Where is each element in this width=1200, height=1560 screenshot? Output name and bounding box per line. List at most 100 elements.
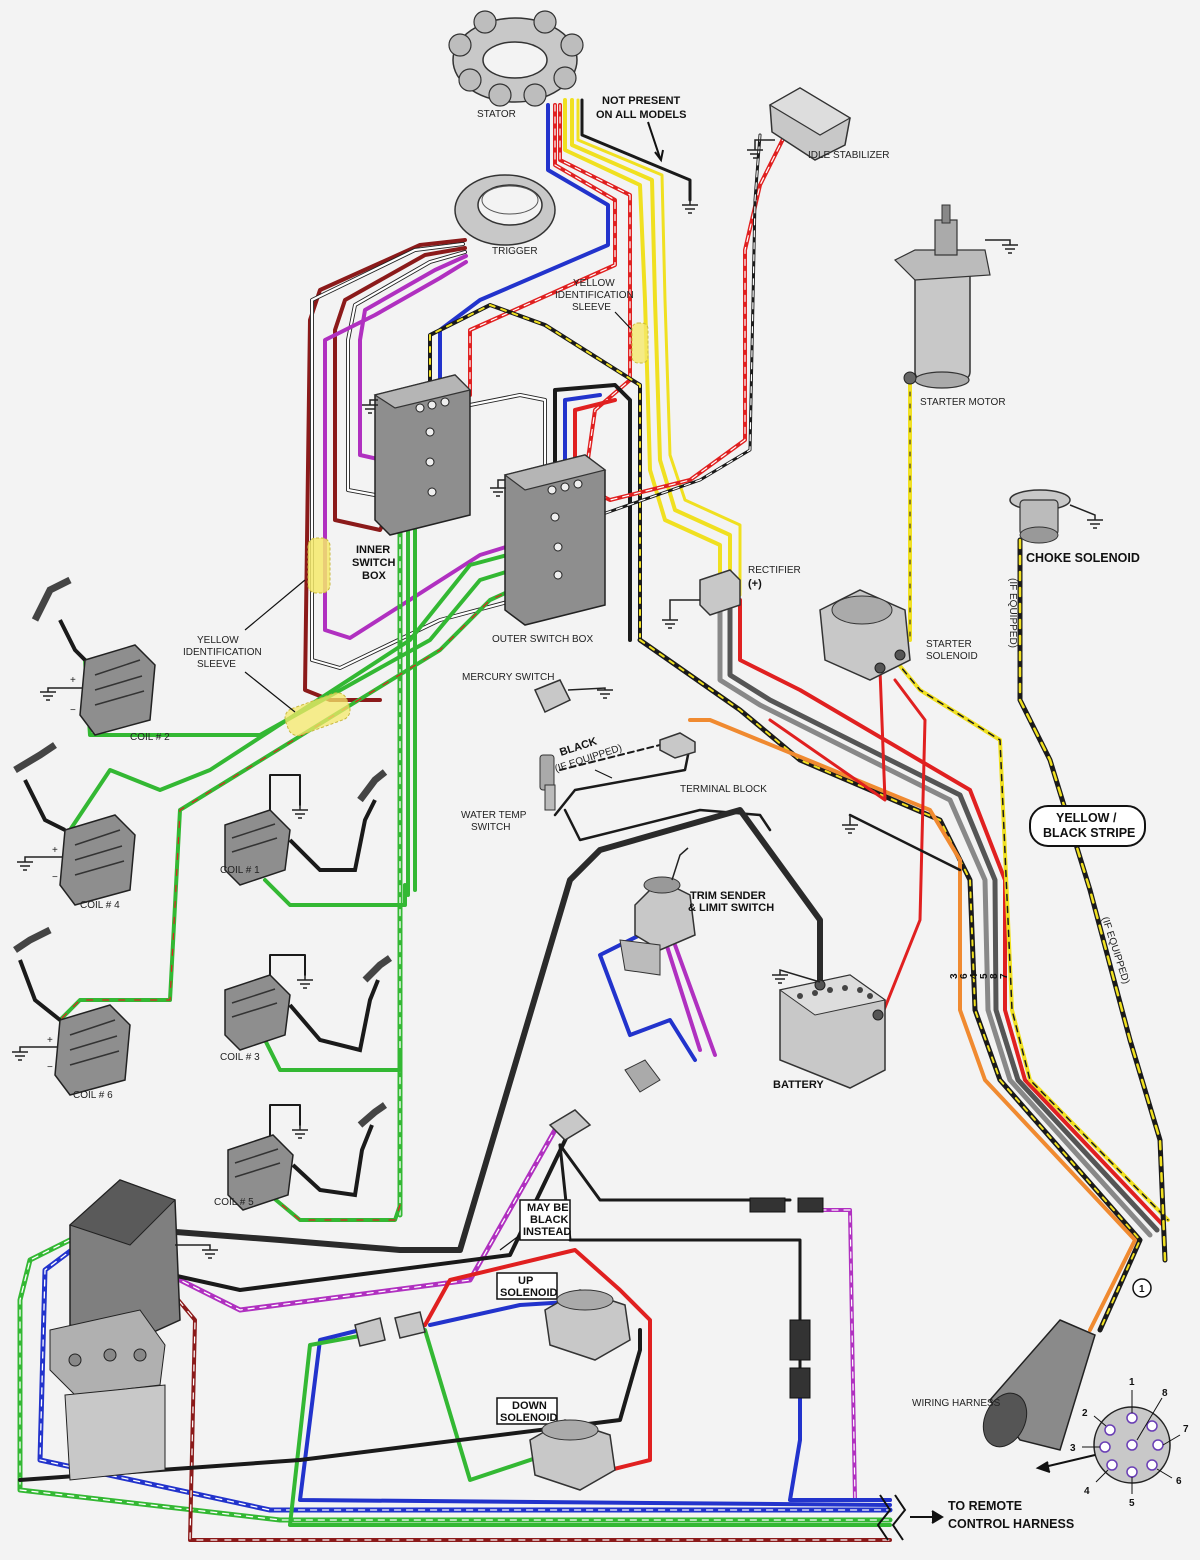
callout-circle-1 xyxy=(1132,1278,1152,1298)
up-solenoid-callout xyxy=(496,1272,558,1300)
svg-text:−: − xyxy=(70,705,76,716)
ground-symbol xyxy=(985,239,1018,254)
yellow-id-sleeve-left-lower xyxy=(284,692,351,737)
label-choke-solenoid: CHOKE SOLENOID xyxy=(1026,551,1140,565)
label-circle-1: 1 xyxy=(1139,1284,1145,1295)
label-starter-motor: STARTER MOTOR xyxy=(920,397,1006,408)
wire-battery-black xyxy=(147,807,962,1253)
label-not-present: NOT PRESENT xyxy=(602,95,681,107)
pin-number: 5 xyxy=(1129,1498,1135,1509)
ground-symbol xyxy=(175,1244,218,1259)
wire-terminal-block xyxy=(553,743,772,842)
pin-number: 6 xyxy=(1176,1476,1182,1487)
wire-starter-solenoid-red xyxy=(768,668,927,1022)
wire-number: 5 xyxy=(979,973,990,979)
svg-text:−: − xyxy=(47,1062,53,1073)
wire-stator-black-ground xyxy=(580,98,692,202)
label-up-solenoid-2: SOLENOID xyxy=(500,1287,558,1299)
wire-pump-purple xyxy=(137,1127,558,1313)
label-water-temp-1: WATER TEMP xyxy=(461,810,527,821)
label-up-solenoid-1: UP xyxy=(518,1275,533,1287)
label-on-all-models: ON ALL MODELS xyxy=(596,109,686,121)
label-rectifier: RECTIFIER xyxy=(748,565,801,576)
coil-5 xyxy=(227,1102,388,1211)
label-idle-stabilizer: IDLE STABILIZER xyxy=(808,150,890,161)
down-solenoid-callout xyxy=(496,1397,558,1425)
label-to-remote-2: CONTROL HARNESS xyxy=(948,1517,1074,1531)
label-coil-2: COIL # 2 xyxy=(130,732,170,743)
label-starter-solenoid-1: STARTER xyxy=(926,639,972,650)
coil-6 xyxy=(13,926,131,1096)
idle-stabilizer xyxy=(768,87,852,161)
ground-symbol xyxy=(292,805,308,819)
label-trim-sender-2: & LIMIT SWITCH xyxy=(688,902,774,914)
label-may-be-black-2: BLACK xyxy=(530,1214,569,1226)
battery xyxy=(778,974,887,1089)
ground-symbol xyxy=(40,687,82,701)
wire-number: 3 xyxy=(949,973,960,979)
label-mercury-switch: MERCURY SWITCH xyxy=(462,672,554,683)
yellow-black-stripe-callout xyxy=(1029,805,1146,847)
label-yellow-sleeve-left-1: YELLOW xyxy=(197,635,239,646)
yellow-id-sleeve-top xyxy=(631,322,649,364)
label-may-be-black-1: MAY BE xyxy=(527,1202,569,1214)
wire-pump-green xyxy=(17,1237,893,1523)
label-wiring-harness: WIRING HARNESS xyxy=(912,1398,1001,1409)
ground-symbol xyxy=(490,479,506,497)
label-coil-6: COIL # 6 xyxy=(73,1090,113,1101)
label-down-solenoid-1: DOWN xyxy=(512,1400,547,1412)
ground-symbol xyxy=(842,815,858,834)
ground-symbol xyxy=(662,599,700,629)
ground-symbol xyxy=(1069,504,1103,529)
arrow-to-remote xyxy=(931,1510,944,1524)
label-yellow-black-stripe-1: YELLOW / xyxy=(1056,811,1117,825)
starter-solenoid xyxy=(819,589,911,681)
label-may-be-black-3: INSTEAD xyxy=(523,1226,571,1238)
svg-text:−: − xyxy=(52,872,58,883)
may-be-black-callout xyxy=(519,1199,571,1241)
wire-trigger-white xyxy=(310,242,517,670)
coil-4 xyxy=(13,742,136,906)
pin-number: 3 xyxy=(1070,1443,1076,1454)
svg-text:+: + xyxy=(47,1035,53,1046)
wire-number: 8 xyxy=(989,973,1000,979)
label-yellow-black-stripe-2: BLACK STRIPE xyxy=(1043,826,1135,840)
ground-symbol xyxy=(12,1046,57,1061)
wire-stator-yellow xyxy=(563,98,742,597)
arrow-pinout xyxy=(1039,1454,1096,1469)
yellow-id-sleeve-left-upper xyxy=(307,537,331,594)
wire-trim-sender xyxy=(598,928,717,1062)
pin-number: 4 xyxy=(1084,1486,1090,1497)
label-inner-3: BOX xyxy=(362,570,387,582)
solenoid-connector xyxy=(354,1311,426,1347)
choke-solenoid xyxy=(1009,489,1071,544)
mercury-switch xyxy=(533,679,572,714)
label-inner-2: SWITCH xyxy=(352,557,395,569)
label-battery: BATTERY xyxy=(773,1079,824,1091)
terminal-block xyxy=(659,732,696,759)
label-yellow-sleeve-left-3: SLEEVE xyxy=(197,659,236,670)
wire-solenoid-black xyxy=(18,1328,642,1482)
wire-choke-yellow-black xyxy=(1017,537,1168,1263)
coil-1 xyxy=(224,769,388,886)
label-coil-4: COIL # 4 xyxy=(80,900,120,911)
down-solenoid xyxy=(529,1419,616,1491)
wire-idle-stabilizer-red xyxy=(588,133,787,502)
label-down-solenoid-2: SOLENOID xyxy=(500,1412,558,1424)
wire-stator-red-white xyxy=(468,103,632,482)
rectifier xyxy=(699,569,741,616)
label-coil-3: COIL # 3 xyxy=(220,1052,260,1063)
inner-switch-box xyxy=(373,374,472,536)
svg-text:+: + xyxy=(70,675,76,686)
trim-pump-motor xyxy=(49,1179,181,1481)
coil-2 xyxy=(31,576,156,736)
harness-break-symbol xyxy=(876,1494,907,1541)
pin-number: 8 xyxy=(1162,1388,1168,1399)
label-yellow-sleeve-top-1: YELLOW xyxy=(573,278,615,289)
label-yellow-sleeve-top-3: SLEEVE xyxy=(572,302,611,313)
label-yellow-sleeve-top-2: IDENTIFICATION xyxy=(555,290,634,301)
ground-symbol xyxy=(567,687,613,699)
label-starter-solenoid-2: SOLENOID xyxy=(926,651,978,662)
